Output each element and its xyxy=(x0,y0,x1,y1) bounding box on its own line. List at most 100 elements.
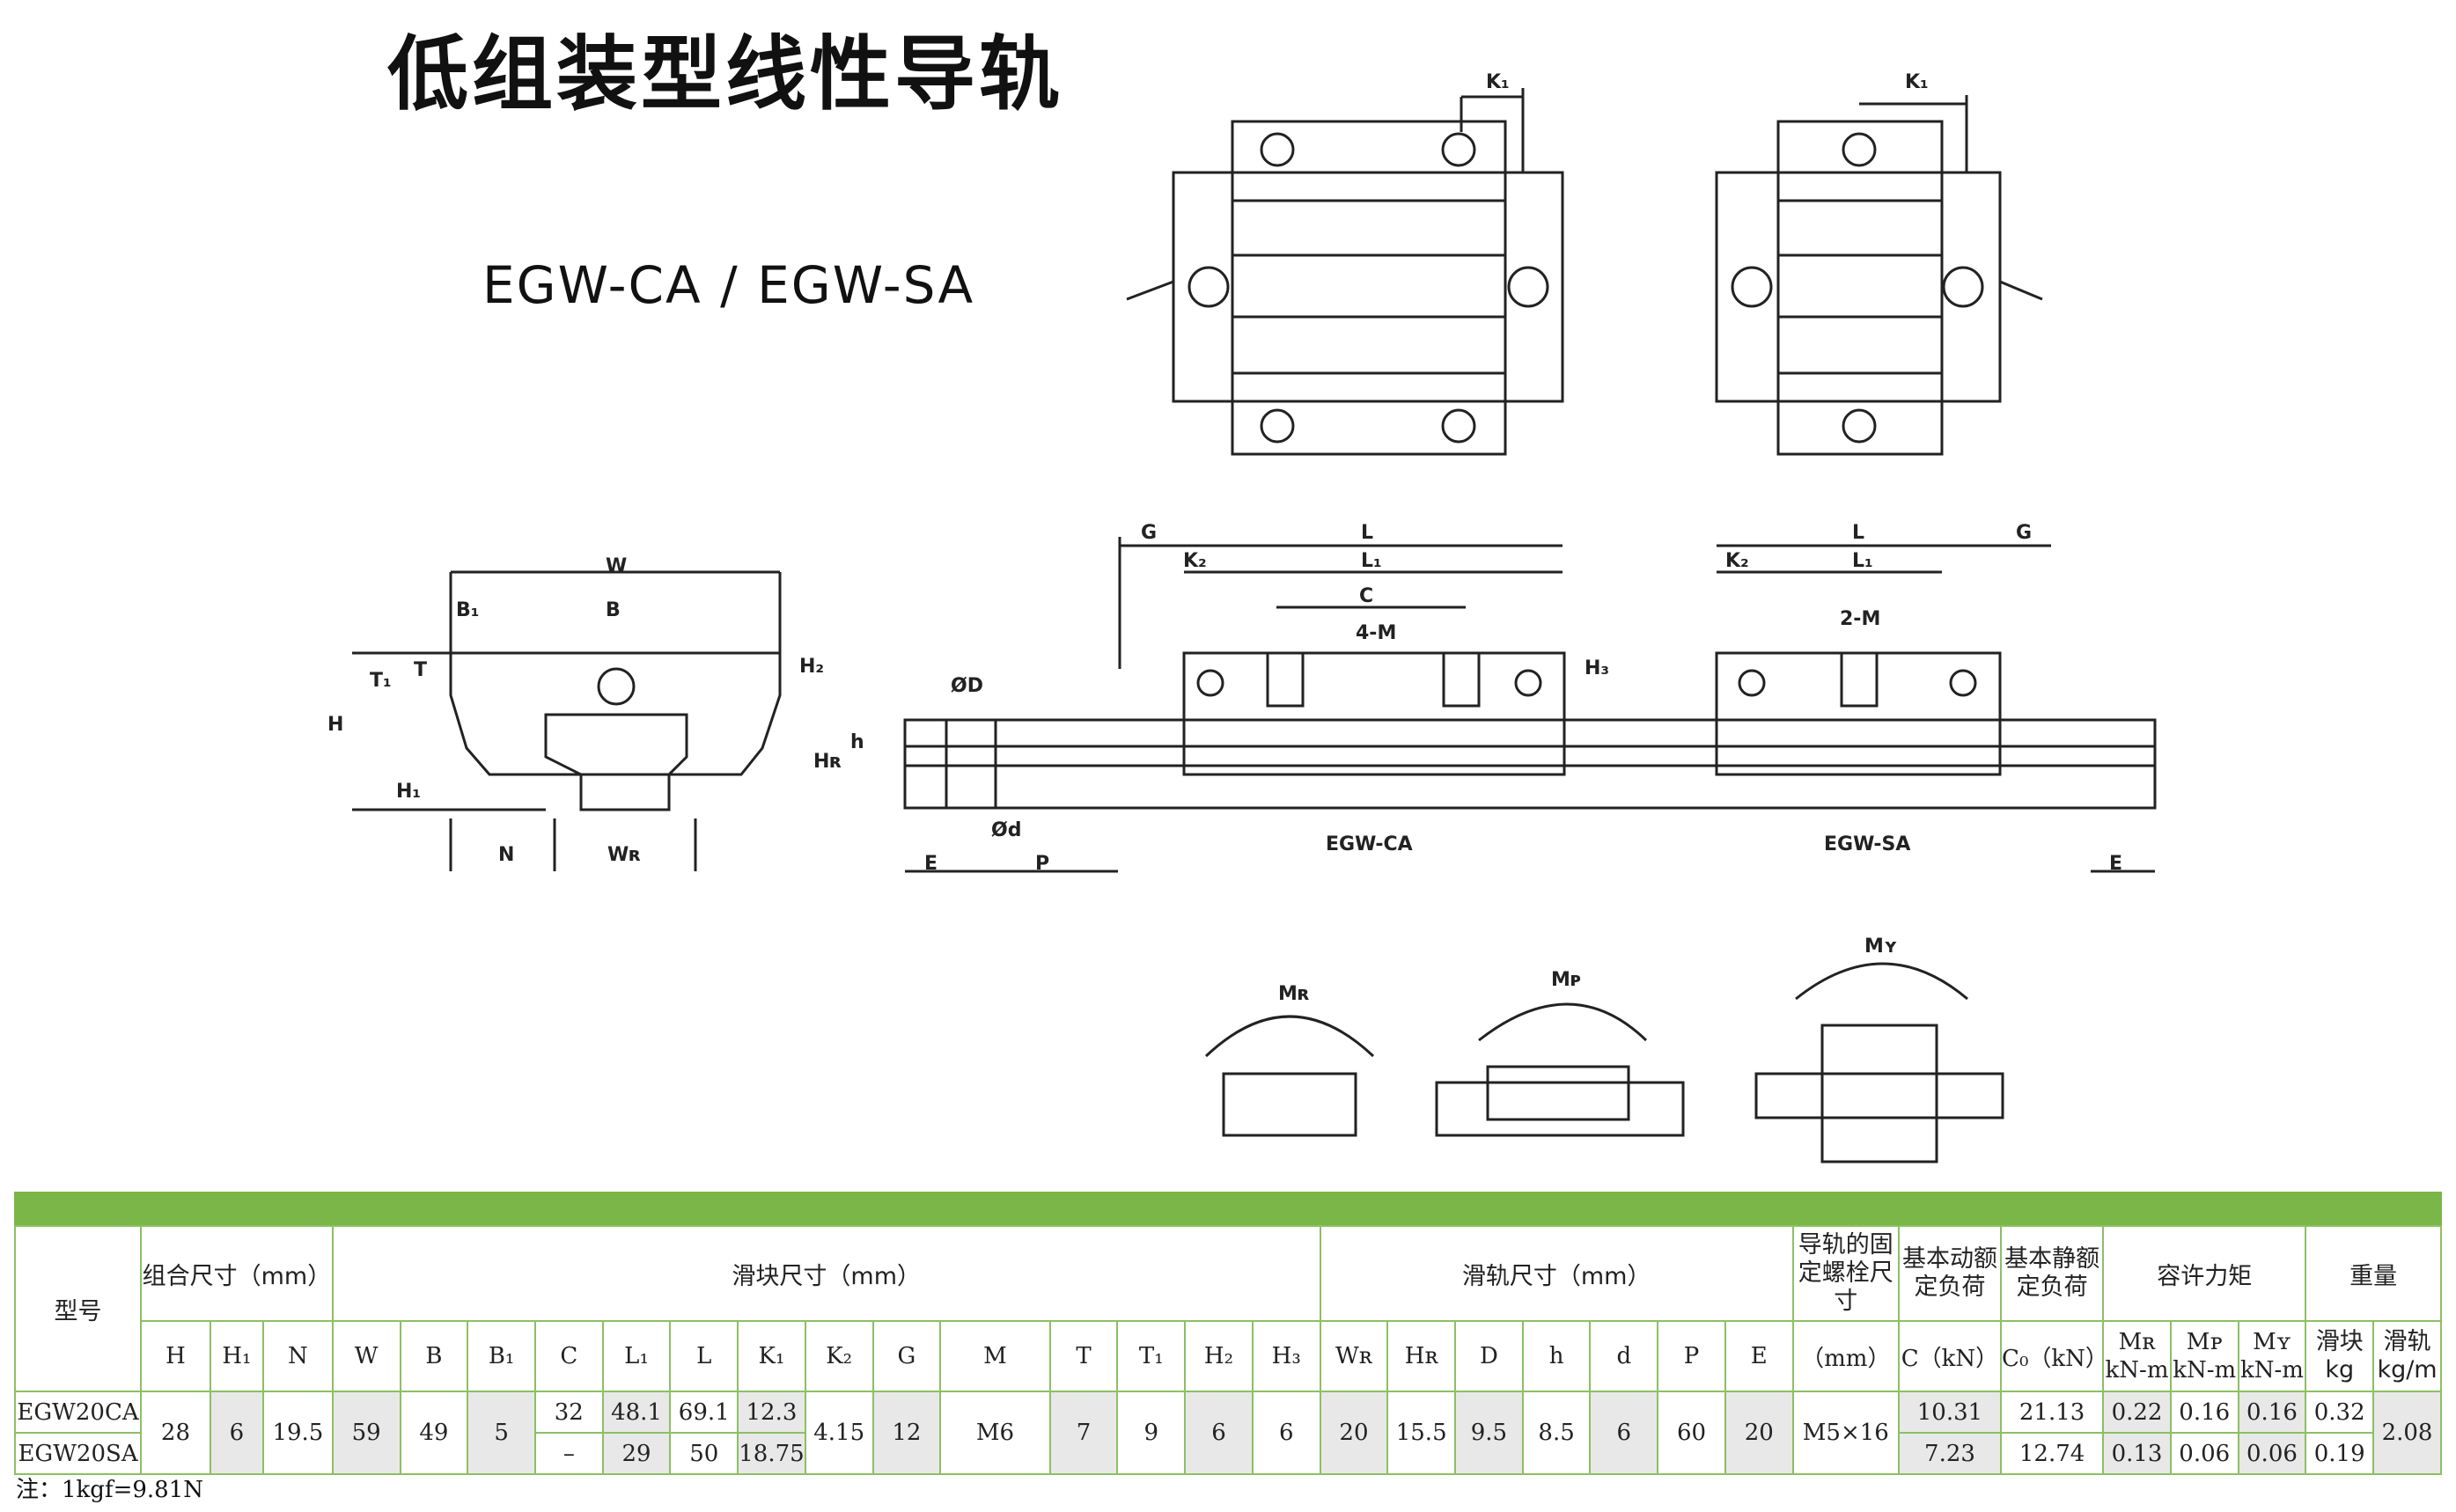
th-col: T xyxy=(1048,1320,1119,1392)
label-k1-sa: K₁ xyxy=(1905,71,1929,93)
cell-wrail: 2.08 xyxy=(2372,1391,2442,1475)
label-g-sa: G xyxy=(2016,522,2032,544)
label-mr: Mʀ xyxy=(1278,983,1310,1005)
th-col: C xyxy=(533,1320,604,1392)
th-group-assembly: 组合尺寸（mm） xyxy=(140,1225,334,1322)
label-wr: Wʀ xyxy=(607,844,641,866)
label-2m: 2-M xyxy=(1840,608,1880,630)
label-g-ca: G xyxy=(1141,522,1157,544)
cell-my: 0.06 xyxy=(2237,1432,2307,1475)
th-col: N xyxy=(262,1320,334,1392)
cell-l: 69.1 xyxy=(669,1391,739,1434)
cell-d-big: 9.5 xyxy=(1454,1391,1524,1475)
label-l1-sa: L₁ xyxy=(1852,550,1873,572)
cell-g: 12 xyxy=(871,1391,942,1475)
cell-h3: 6 xyxy=(1251,1391,1321,1475)
label-c: C xyxy=(1359,585,1373,607)
cell-model: EGW20CA xyxy=(13,1391,143,1434)
cell-p: 60 xyxy=(1657,1391,1726,1475)
cell-bolt: M5×16 xyxy=(1791,1391,1900,1475)
cell-dyn: 7.23 xyxy=(1897,1432,2003,1475)
cell-t1: 9 xyxy=(1116,1391,1187,1475)
th-bolt-unit: （mm） xyxy=(1791,1320,1900,1392)
label-p: P xyxy=(1035,853,1049,875)
cell-k2: 4.15 xyxy=(804,1391,874,1475)
cell-t: 7 xyxy=(1048,1391,1119,1475)
th-col: Wʀ xyxy=(1319,1320,1389,1392)
label-4m: 4-M xyxy=(1356,622,1396,644)
cell-k1: 18.75 xyxy=(737,1432,806,1475)
th-group-weight: 重量 xyxy=(2305,1225,2442,1322)
th-col: H₂ xyxy=(1184,1320,1254,1392)
th-group-block: 滑块尺寸（mm） xyxy=(331,1225,1321,1322)
th-col: D xyxy=(1454,1320,1524,1392)
label-my: Mʏ xyxy=(1864,936,1898,958)
th-col: Hʀ xyxy=(1386,1320,1457,1392)
th-col: M xyxy=(939,1320,1051,1392)
th-col: L xyxy=(669,1320,739,1392)
cell-w: 59 xyxy=(331,1391,401,1475)
th-model: 型号 xyxy=(13,1225,143,1392)
label-t: T xyxy=(414,659,427,681)
top-view-ca xyxy=(1126,88,1564,456)
moment-icons xyxy=(1204,962,2004,1163)
th-col: W xyxy=(331,1320,401,1392)
cell-stat: 12.74 xyxy=(2000,1432,2105,1475)
label-od: ØD xyxy=(951,675,983,697)
th-group-moment: 容许力矩 xyxy=(2102,1225,2307,1322)
th-col: L₁ xyxy=(601,1320,672,1392)
side-view xyxy=(903,537,2157,873)
th-col: H₁ xyxy=(209,1320,265,1392)
label-b1: B₁ xyxy=(456,599,479,621)
th-col: K₁ xyxy=(737,1320,806,1392)
label-l-ca: L xyxy=(1361,522,1373,544)
th-col: B₁ xyxy=(467,1320,536,1392)
th-col: E xyxy=(1724,1320,1794,1392)
cell-l1: 29 xyxy=(601,1432,672,1475)
cell-dyn: 10.31 xyxy=(1897,1391,2003,1434)
top-view-sa xyxy=(1715,95,2043,456)
cell-d-small: 6 xyxy=(1589,1391,1659,1475)
th-dyn-unit: C（kN） xyxy=(1897,1320,2003,1392)
th-col: h xyxy=(1521,1320,1592,1392)
label-egw-sa: EGW-SA xyxy=(1824,833,1910,855)
label-t1: T₁ xyxy=(370,670,392,692)
label-l1-ca: L₁ xyxy=(1361,550,1382,572)
th-col: G xyxy=(871,1320,942,1392)
label-mp: Mᴘ xyxy=(1551,969,1581,991)
model-subtitle: EGW-CA / EGW-SA xyxy=(482,255,975,315)
table-header-bar xyxy=(14,1192,2442,1225)
cell-m: M6 xyxy=(939,1391,1051,1475)
cell-l1: 48.1 xyxy=(601,1391,672,1434)
spec-table: 型号 组合尺寸（mm） 滑块尺寸（mm） 滑轨尺寸（mm） 导轨的固定螺栓尺寸 … xyxy=(13,1225,2442,1475)
th-col: K₂ xyxy=(804,1320,874,1392)
table-row: EGW20CA 28 6 19.5 59 49 5 32 48.1 69.1 1… xyxy=(13,1391,2442,1475)
cell-model: EGW20SA xyxy=(13,1432,143,1475)
technical-drawing: K₁ K₁ W B B₁ T T₁ H H₁ H₂ N Wʀ Hʀ h ØD Ø… xyxy=(327,71,2157,1163)
cell-my: 0.16 xyxy=(2237,1391,2307,1434)
cell-n: 19.5 xyxy=(262,1391,334,1475)
cell-k1: 12.3 xyxy=(737,1391,806,1434)
section-view xyxy=(352,570,782,871)
cell-mr: 0.13 xyxy=(2102,1432,2172,1475)
th-col: d xyxy=(1589,1320,1659,1392)
label-h3: H₃ xyxy=(1585,657,1609,679)
label-egw-ca: EGW-CA xyxy=(1326,833,1413,855)
th-group-stat: 基本静额定负荷 xyxy=(2000,1225,2105,1322)
cell-hr: 15.5 xyxy=(1386,1391,1457,1475)
th-col: B xyxy=(399,1320,469,1392)
cell-h-small: 8.5 xyxy=(1521,1391,1592,1475)
cell-mr: 0.22 xyxy=(2102,1391,2172,1434)
cell-mp: 0.06 xyxy=(2169,1432,2239,1475)
cell-e: 20 xyxy=(1724,1391,1794,1475)
cell-b1: 5 xyxy=(467,1391,536,1475)
cell-stat: 21.13 xyxy=(2000,1391,2105,1434)
th-group-bolt: 导轨的固定螺栓尺寸 xyxy=(1791,1225,1900,1322)
cell-c: 32 xyxy=(533,1391,604,1434)
label-h1: H₁ xyxy=(396,781,421,803)
th-col: H₃ xyxy=(1251,1320,1321,1392)
